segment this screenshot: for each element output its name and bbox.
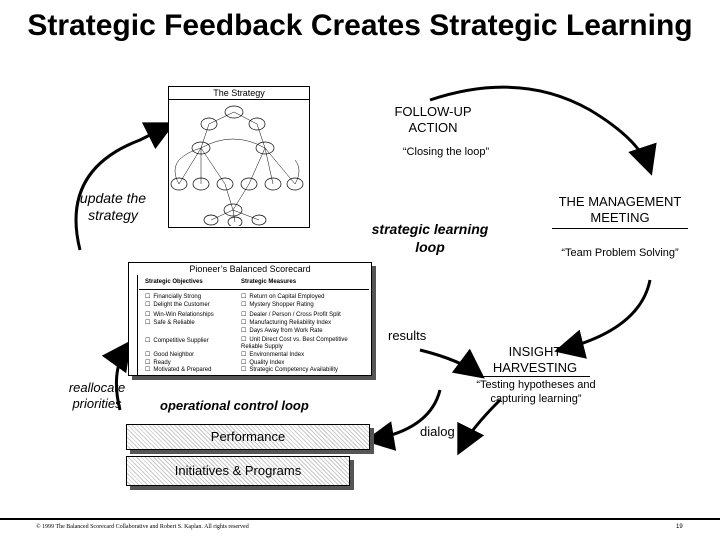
strategy-map-graphic	[170, 105, 304, 228]
objective-item: ☐Motivated & Prepared	[145, 367, 212, 373]
arrow-reallocate	[101, 340, 132, 411]
footer-page-number: 19	[676, 524, 683, 530]
page-title: Strategic Feedback Creates Strategic Lea…	[27, 9, 693, 42]
objective-item: ☐Financially Strong	[145, 294, 202, 300]
measure-item: ☐Days Away from Work Rate	[241, 328, 323, 334]
measure-item: ☐Strategic Competency Availability	[241, 367, 338, 373]
footer-copyright: © 1999 The Balanced Scorecard Collaborat…	[36, 524, 249, 530]
followup-title: FOLLOW-UP ACTION	[394, 104, 472, 135]
measure-item: ☐Environmental Index	[241, 352, 305, 358]
arrow-results	[419, 348, 485, 379]
arrow-strategy-to-followup	[429, 85, 657, 176]
update-strategy-label: update the strategy	[79, 190, 147, 223]
objective-item: ☐Win-Win Relationships	[145, 312, 214, 318]
meeting-title: THE MANAGEMENT MEETING	[552, 194, 688, 229]
col-objectives: Strategic Objectives	[145, 279, 203, 285]
scorecard-title: Pioneer’s Balanced Scorecard	[189, 264, 311, 274]
perspective-strip	[129, 275, 138, 375]
performance-box: Performance	[126, 424, 370, 450]
dialog-label: dialog	[420, 424, 455, 439]
arrow-update-strategy	[74, 122, 176, 251]
measure-item: ☐Mystery Shopper Rating	[241, 302, 314, 308]
followup-subtitle: “Closing the loop”	[402, 146, 490, 158]
results-label: results	[388, 328, 427, 343]
operational-loop-label: operational control loop	[160, 398, 309, 413]
objective-item: ☐Good Neighbor	[145, 352, 195, 358]
performance-label: Performance	[210, 429, 286, 444]
insight-subtitle: “Testing hypotheses and capturing learni…	[476, 379, 596, 405]
balanced-scorecard: Pioneer’s Balanced Scorecard Strategic O…	[128, 262, 372, 376]
strategy-map-label: The Strategy	[169, 87, 309, 100]
arrow-operational-loop	[364, 389, 442, 451]
measure-item: ☐Return on Capital Employed	[241, 294, 325, 300]
arrow-dialog	[457, 398, 502, 456]
reallocate-label: reallocate priorities	[68, 380, 126, 411]
meeting-subtitle: “Team Problem Solving”	[561, 247, 679, 259]
strategic-loop-label: strategic learning loop	[371, 221, 489, 255]
measure-item: ☐Unit Direct Cost vs. Best Competitive R…	[241, 337, 348, 350]
objective-item: ☐Competitive Supplier	[145, 338, 209, 344]
col-measures: Strategic Measures	[241, 279, 297, 285]
footer-divider	[0, 518, 720, 520]
objective-item: ☐Ready	[145, 360, 171, 366]
initiatives-label: Initiatives & Programs	[174, 463, 302, 478]
measure-item: ☐Manufacturing Reliability Index	[241, 320, 332, 326]
measure-item: ☐Quality Index	[241, 360, 285, 366]
arrow-meeting-to-insight	[554, 279, 652, 359]
objective-item: ☐Delight the Customer	[145, 302, 210, 308]
objective-item: ☐Safe & Reliable	[145, 320, 195, 326]
strategy-map: The Strategy	[168, 86, 310, 228]
insight-title: INSIGHT HARVESTING	[480, 344, 590, 377]
initiatives-box: Initiatives & Programs	[126, 456, 350, 486]
measure-item: ☐Dealer / Person / Cross Profit Split	[241, 312, 341, 318]
